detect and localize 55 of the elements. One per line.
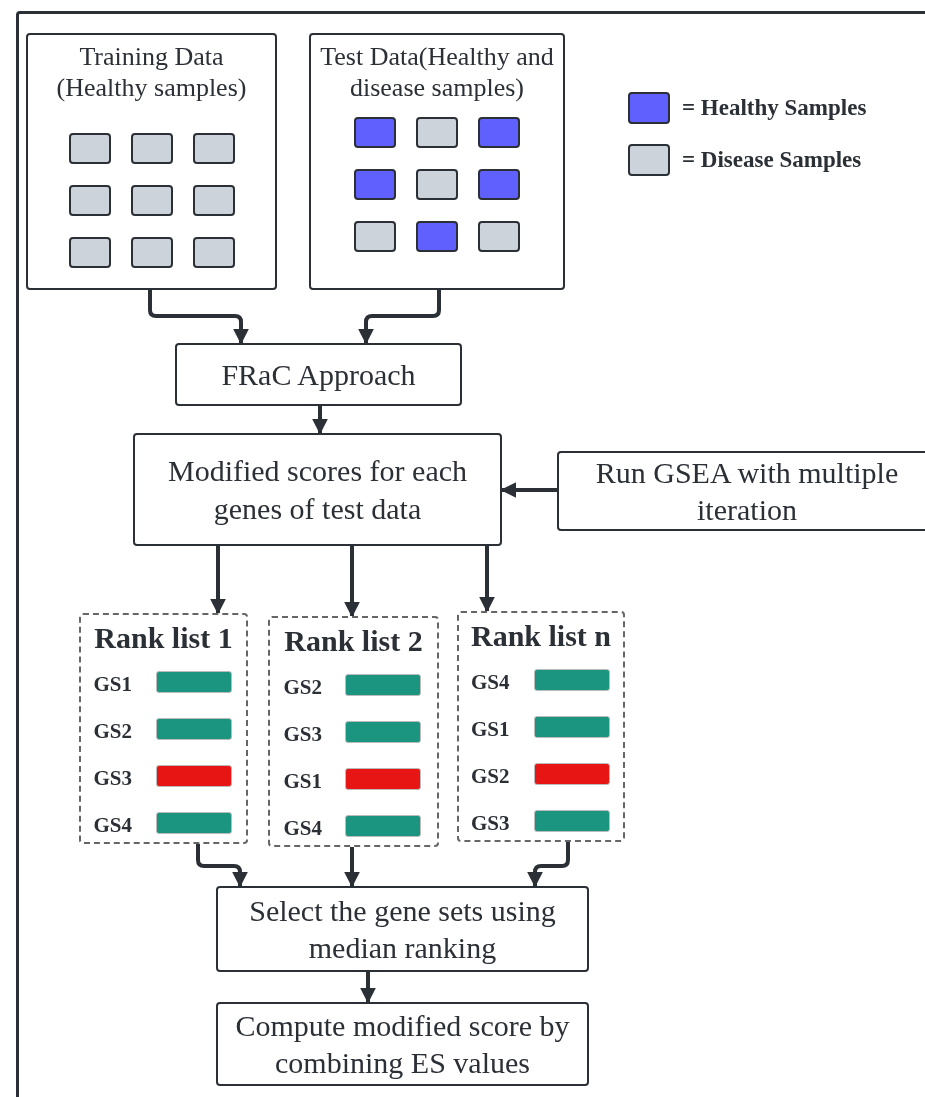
rank-list-box: [79, 613, 248, 844]
arrow: [148, 290, 249, 345]
gene-set-label: GS3: [471, 810, 511, 836]
process-box: [557, 451, 925, 531]
gene-set-label: GS3: [93, 765, 133, 791]
arrow: [344, 546, 360, 618]
process-box: [133, 433, 502, 546]
process-box: [216, 886, 589, 972]
step-text: FRaC Approach: [220, 356, 417, 393]
rank-list-title: Rank list 1: [94, 621, 233, 654]
legend-text: = Healthy Samples: [682, 95, 867, 121]
score-bar: [345, 674, 421, 696]
gene-set-label: GS1: [93, 671, 133, 697]
gene-set-label: GS2: [93, 718, 133, 744]
arrow: [479, 546, 495, 613]
rank-list-box: [457, 611, 625, 842]
gene-set-label: GS1: [283, 768, 323, 794]
step-text: Run GSEA with multiple iteration: [594, 454, 900, 528]
data-panel: [309, 33, 565, 290]
process-box: [216, 1002, 589, 1086]
rank-list-title: Rank list n: [470, 619, 612, 652]
step-text: Compute modified score by combining ES values: [234, 1007, 571, 1081]
score-bar: [156, 718, 232, 740]
arrow: [500, 482, 557, 498]
process-box: [175, 343, 462, 406]
score-bar: [156, 671, 232, 693]
legend-text: = Disease Samples: [682, 147, 862, 173]
gene-set-label: GS2: [471, 763, 511, 789]
step-text: Select the gene sets using median ranking: [248, 892, 557, 966]
score-bar: [534, 763, 610, 785]
gene-set-label: GS1: [471, 716, 511, 742]
score-bar: [345, 768, 421, 790]
arrow: [344, 847, 360, 888]
arrow: [312, 406, 328, 435]
score-bar: [345, 815, 421, 837]
rank-list-box: [268, 616, 439, 847]
gene-set-label: GS4: [283, 815, 323, 841]
score-bar: [534, 810, 610, 832]
score-bar: [156, 812, 232, 834]
score-bar: [156, 765, 232, 787]
score-bar: [534, 716, 610, 738]
arrow: [210, 546, 226, 615]
gene-set-label: GS4: [471, 669, 511, 695]
panel-title: Training Data (Healthy samples): [55, 41, 248, 104]
step-text: Modified scores for each genes of test data: [166, 453, 469, 527]
gene-set-label: GS4: [93, 812, 133, 838]
data-panel: [26, 33, 277, 290]
gene-set-label: GS2: [283, 674, 323, 700]
panel-title: Test Data(Healthy and disease samples): [319, 41, 555, 104]
score-bar: [534, 669, 610, 691]
gene-set-label: GS3: [283, 721, 323, 747]
score-bar: [345, 721, 421, 743]
rank-list-title: Rank list 2: [284, 624, 423, 657]
arrow: [358, 290, 441, 345]
arrow: [360, 972, 376, 1004]
